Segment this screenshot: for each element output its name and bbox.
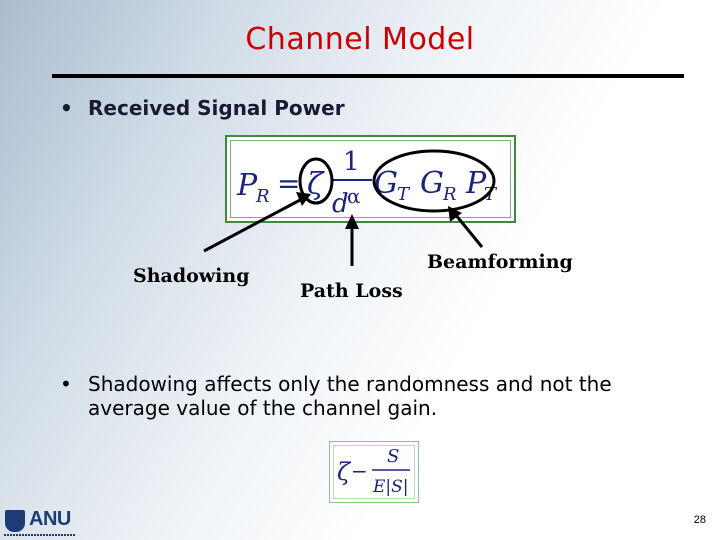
label-beamforming: Beamforming — [427, 251, 573, 273]
anu-logo: ANU — [2, 508, 76, 538]
page-number: 28 — [693, 514, 706, 526]
bullet-dot: • — [60, 372, 72, 396]
eq-gr: G — [420, 166, 444, 201]
bullet-dot: • — [60, 96, 73, 120]
bullet-shadowing-note: • Shadowing affects only the randomness … — [60, 372, 680, 420]
eq-zeta: ζ — [307, 167, 325, 202]
beamforming-arrowhead — [448, 206, 462, 222]
eq-exponent-alpha: α — [347, 184, 361, 208]
path-loss-arrowhead — [345, 214, 359, 229]
label-path-loss: Path Loss — [300, 280, 403, 302]
eq-pt: P — [465, 166, 487, 201]
small-eq-numerator: S — [387, 446, 399, 467]
shadowing-circle — [298, 157, 334, 205]
shadowing-arrow-line — [203, 197, 303, 253]
small-eq-zeta: ζ — [337, 458, 352, 486]
eq-numerator: 1 — [343, 147, 360, 177]
eq-equals: = — [277, 167, 300, 200]
shadowing-arrowhead — [296, 192, 311, 206]
eq-gt-sub: T — [397, 184, 411, 205]
anu-crest-icon — [5, 510, 25, 532]
title-underline — [52, 74, 684, 78]
small-eq-denominator: E|S| — [372, 477, 409, 497]
small-eq-relation: − — [351, 459, 368, 483]
bullet-text: Shadowing affects only the randomness an… — [88, 372, 612, 420]
eq-pt-sub: T — [484, 184, 498, 205]
eq-denominator-d: d — [332, 189, 349, 219]
beamforming-arrow-line — [453, 213, 484, 248]
eq-lhs-sub: R — [255, 186, 270, 207]
eq-gr-sub: R — [442, 184, 457, 205]
slide-title: Channel Model — [245, 22, 475, 57]
label-shadowing: Shadowing — [133, 265, 250, 287]
beamforming-oval — [372, 149, 496, 213]
bullet-received-signal-power: • Received Signal Power — [60, 96, 345, 120]
bullet-text: Received Signal Power — [88, 96, 345, 120]
logo-subtitle-strip — [4, 534, 76, 536]
eq-lhs-p: P — [236, 168, 258, 203]
logo-text: ANU — [29, 508, 71, 530]
